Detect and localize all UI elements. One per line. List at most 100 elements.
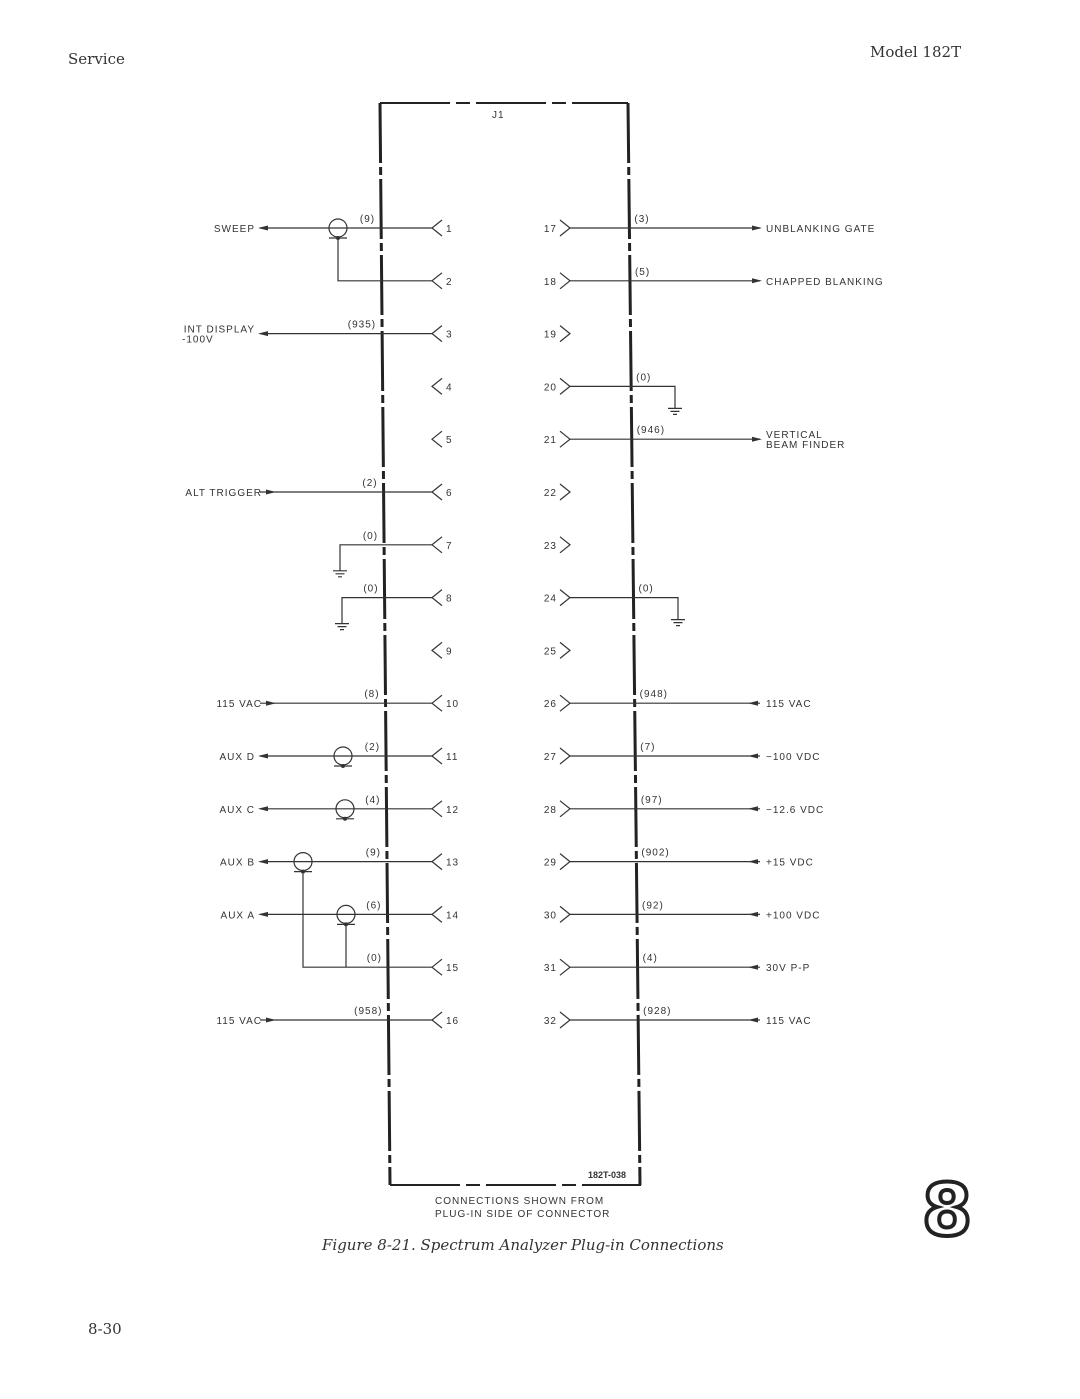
wire-number: (0)	[638, 584, 653, 595]
arrow-right-icon	[266, 1017, 276, 1023]
pin-number: 28	[544, 805, 557, 816]
arrow-right-icon	[266, 489, 276, 495]
figure-caption: Figure 8-21. Spectrum Analyzer Plug-in C…	[322, 1236, 724, 1254]
wire-number: (9)	[366, 848, 381, 859]
pin-plug-icon	[559, 219, 571, 237]
signal-label: 115 VAC	[216, 1016, 262, 1027]
wire-number: (3)	[634, 214, 649, 225]
pin-plug-icon	[559, 747, 571, 765]
wire-number: (902)	[641, 848, 669, 859]
pin-number: 16	[446, 1016, 459, 1027]
pin-socket-icon	[431, 641, 443, 659]
pin-number: 22	[544, 488, 557, 499]
pin-plug-icon	[559, 641, 571, 659]
pin-23: 23	[544, 536, 571, 554]
pin-3: 3(935)INT DISPLAY-100V	[182, 320, 453, 346]
pin-number: 25	[544, 646, 557, 657]
arrow-left-icon	[748, 700, 758, 706]
pin-number: 23	[544, 541, 557, 552]
pin-9: 9	[431, 641, 452, 659]
pin-number: 18	[544, 277, 557, 288]
pin-24: 24(0)	[544, 584, 679, 620]
chapter-tab: 8	[920, 1166, 974, 1254]
wire-number: (8)	[364, 689, 379, 700]
pin-socket-icon	[431, 219, 443, 237]
arrow-left-icon	[748, 1017, 758, 1023]
pin-plug-icon	[559, 483, 571, 501]
wire-number: (0)	[363, 531, 378, 542]
arrow-left-icon	[748, 964, 758, 970]
pin-number: 12	[446, 805, 459, 816]
arrow-right-icon	[752, 278, 762, 284]
pin-number: 17	[544, 224, 557, 235]
pin-number: 7	[446, 541, 453, 552]
signal-label: 30V P-P	[766, 963, 810, 974]
arrow-left-icon	[748, 753, 758, 759]
pin-number: 3	[446, 330, 453, 341]
pin-socket-icon	[431, 694, 443, 712]
connector-frame: J1 182T-038 CONNECTIONS SHOWN FROM PLUG-…	[378, 102, 642, 1220]
model-header: Model 182T	[870, 43, 962, 61]
pin-socket-icon	[431, 747, 443, 765]
pin-socket-icon	[431, 800, 443, 818]
signal-label-2: BEAM FINDER	[766, 440, 845, 451]
ground-wire	[341, 597, 432, 624]
wire-number: (92)	[642, 900, 664, 911]
pin-26: 26(948)115 VAC	[544, 689, 811, 712]
pin-32: 32(928)115 VAC	[544, 1006, 811, 1029]
wire-number: (946)	[637, 425, 665, 436]
pin-plug-icon	[559, 589, 571, 607]
pin-6: 6(2)ALT TRIGGER	[185, 478, 453, 501]
wire-number: (948)	[640, 689, 668, 700]
signal-label: AUX B	[220, 858, 255, 869]
pin-19: 19	[544, 325, 571, 343]
pin-socket-icon	[431, 853, 443, 871]
pin-number: 1	[446, 224, 453, 235]
pin-number: 11	[446, 752, 458, 763]
pin-socket-icon	[431, 905, 443, 923]
signal-label: AUX D	[219, 752, 255, 763]
signal-label: INT DISPLAY	[184, 325, 255, 336]
pin-number: 13	[446, 858, 459, 869]
pin-14: 14(6)AUX A	[221, 900, 458, 923]
signal-label: VERTICAL	[766, 430, 823, 441]
note-line-1: CONNECTIONS SHOWN FROM	[435, 1196, 604, 1207]
pin-31: 31(4)30V P-P	[544, 953, 810, 976]
pin-2: 2	[431, 272, 453, 290]
arrow-left-icon	[258, 753, 268, 759]
ground-icon	[671, 619, 685, 627]
signal-label: +15 VDC	[766, 858, 814, 869]
signal-label: SWEEP	[214, 224, 255, 235]
pin-socket-icon	[431, 483, 443, 501]
pin-number: 2	[446, 277, 453, 288]
pin-5: 5	[431, 430, 452, 448]
arrow-left-icon	[258, 331, 268, 337]
pin-plug-icon	[559, 1011, 571, 1029]
signal-label: CHAPPED BLANKING	[766, 277, 884, 288]
arrow-left-icon	[258, 911, 268, 917]
ground-icon	[333, 570, 347, 578]
pin-10: 10(8)115 VAC	[216, 689, 458, 712]
pin-11: 11(2)AUX D	[219, 742, 458, 765]
pin-15: 15(0)	[367, 953, 458, 976]
pin-28: 28(97)−12.6 VDC	[544, 795, 823, 818]
wire-number: (6)	[366, 900, 381, 911]
signal-label: +100 VDC	[766, 910, 820, 921]
coax-icon-shield-dot	[341, 764, 345, 768]
pin-number: 32	[544, 1016, 557, 1027]
arrow-left-icon	[748, 859, 758, 865]
pin-8: 8(0)	[341, 584, 452, 624]
pin-number: 19	[544, 330, 557, 341]
pin-number: 6	[446, 488, 453, 499]
pin-number: 4	[446, 382, 453, 393]
connector-label: J1	[492, 110, 505, 121]
ground-wire	[339, 544, 432, 571]
pin-plug-icon	[559, 905, 571, 923]
aux-shield-wire	[302, 873, 432, 968]
pin-17: 17(3)UNBLANKING GATE	[544, 214, 874, 237]
wire-number: (928)	[643, 1006, 671, 1017]
wire-number: (4)	[643, 953, 658, 964]
signal-label-2: -100V	[182, 335, 214, 346]
